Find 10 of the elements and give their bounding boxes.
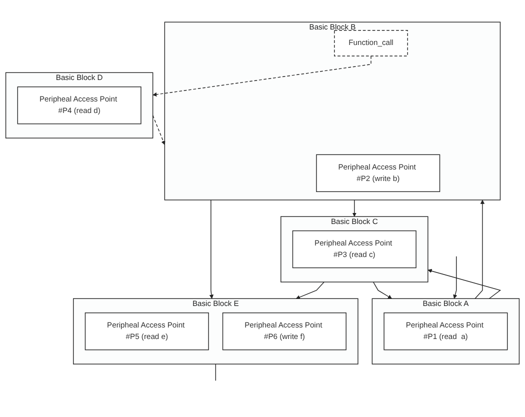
arrow bbox=[453, 256, 458, 299]
arrow bbox=[352, 200, 356, 217]
arrow bbox=[296, 282, 324, 300]
arrow bbox=[209, 200, 214, 299]
arrow bbox=[152, 56, 372, 97]
connector bbox=[215, 364, 216, 382]
arrow bbox=[474, 200, 485, 299]
arrow bbox=[372, 282, 392, 299]
arrow bbox=[428, 268, 502, 299]
arrow bbox=[152, 115, 166, 145]
